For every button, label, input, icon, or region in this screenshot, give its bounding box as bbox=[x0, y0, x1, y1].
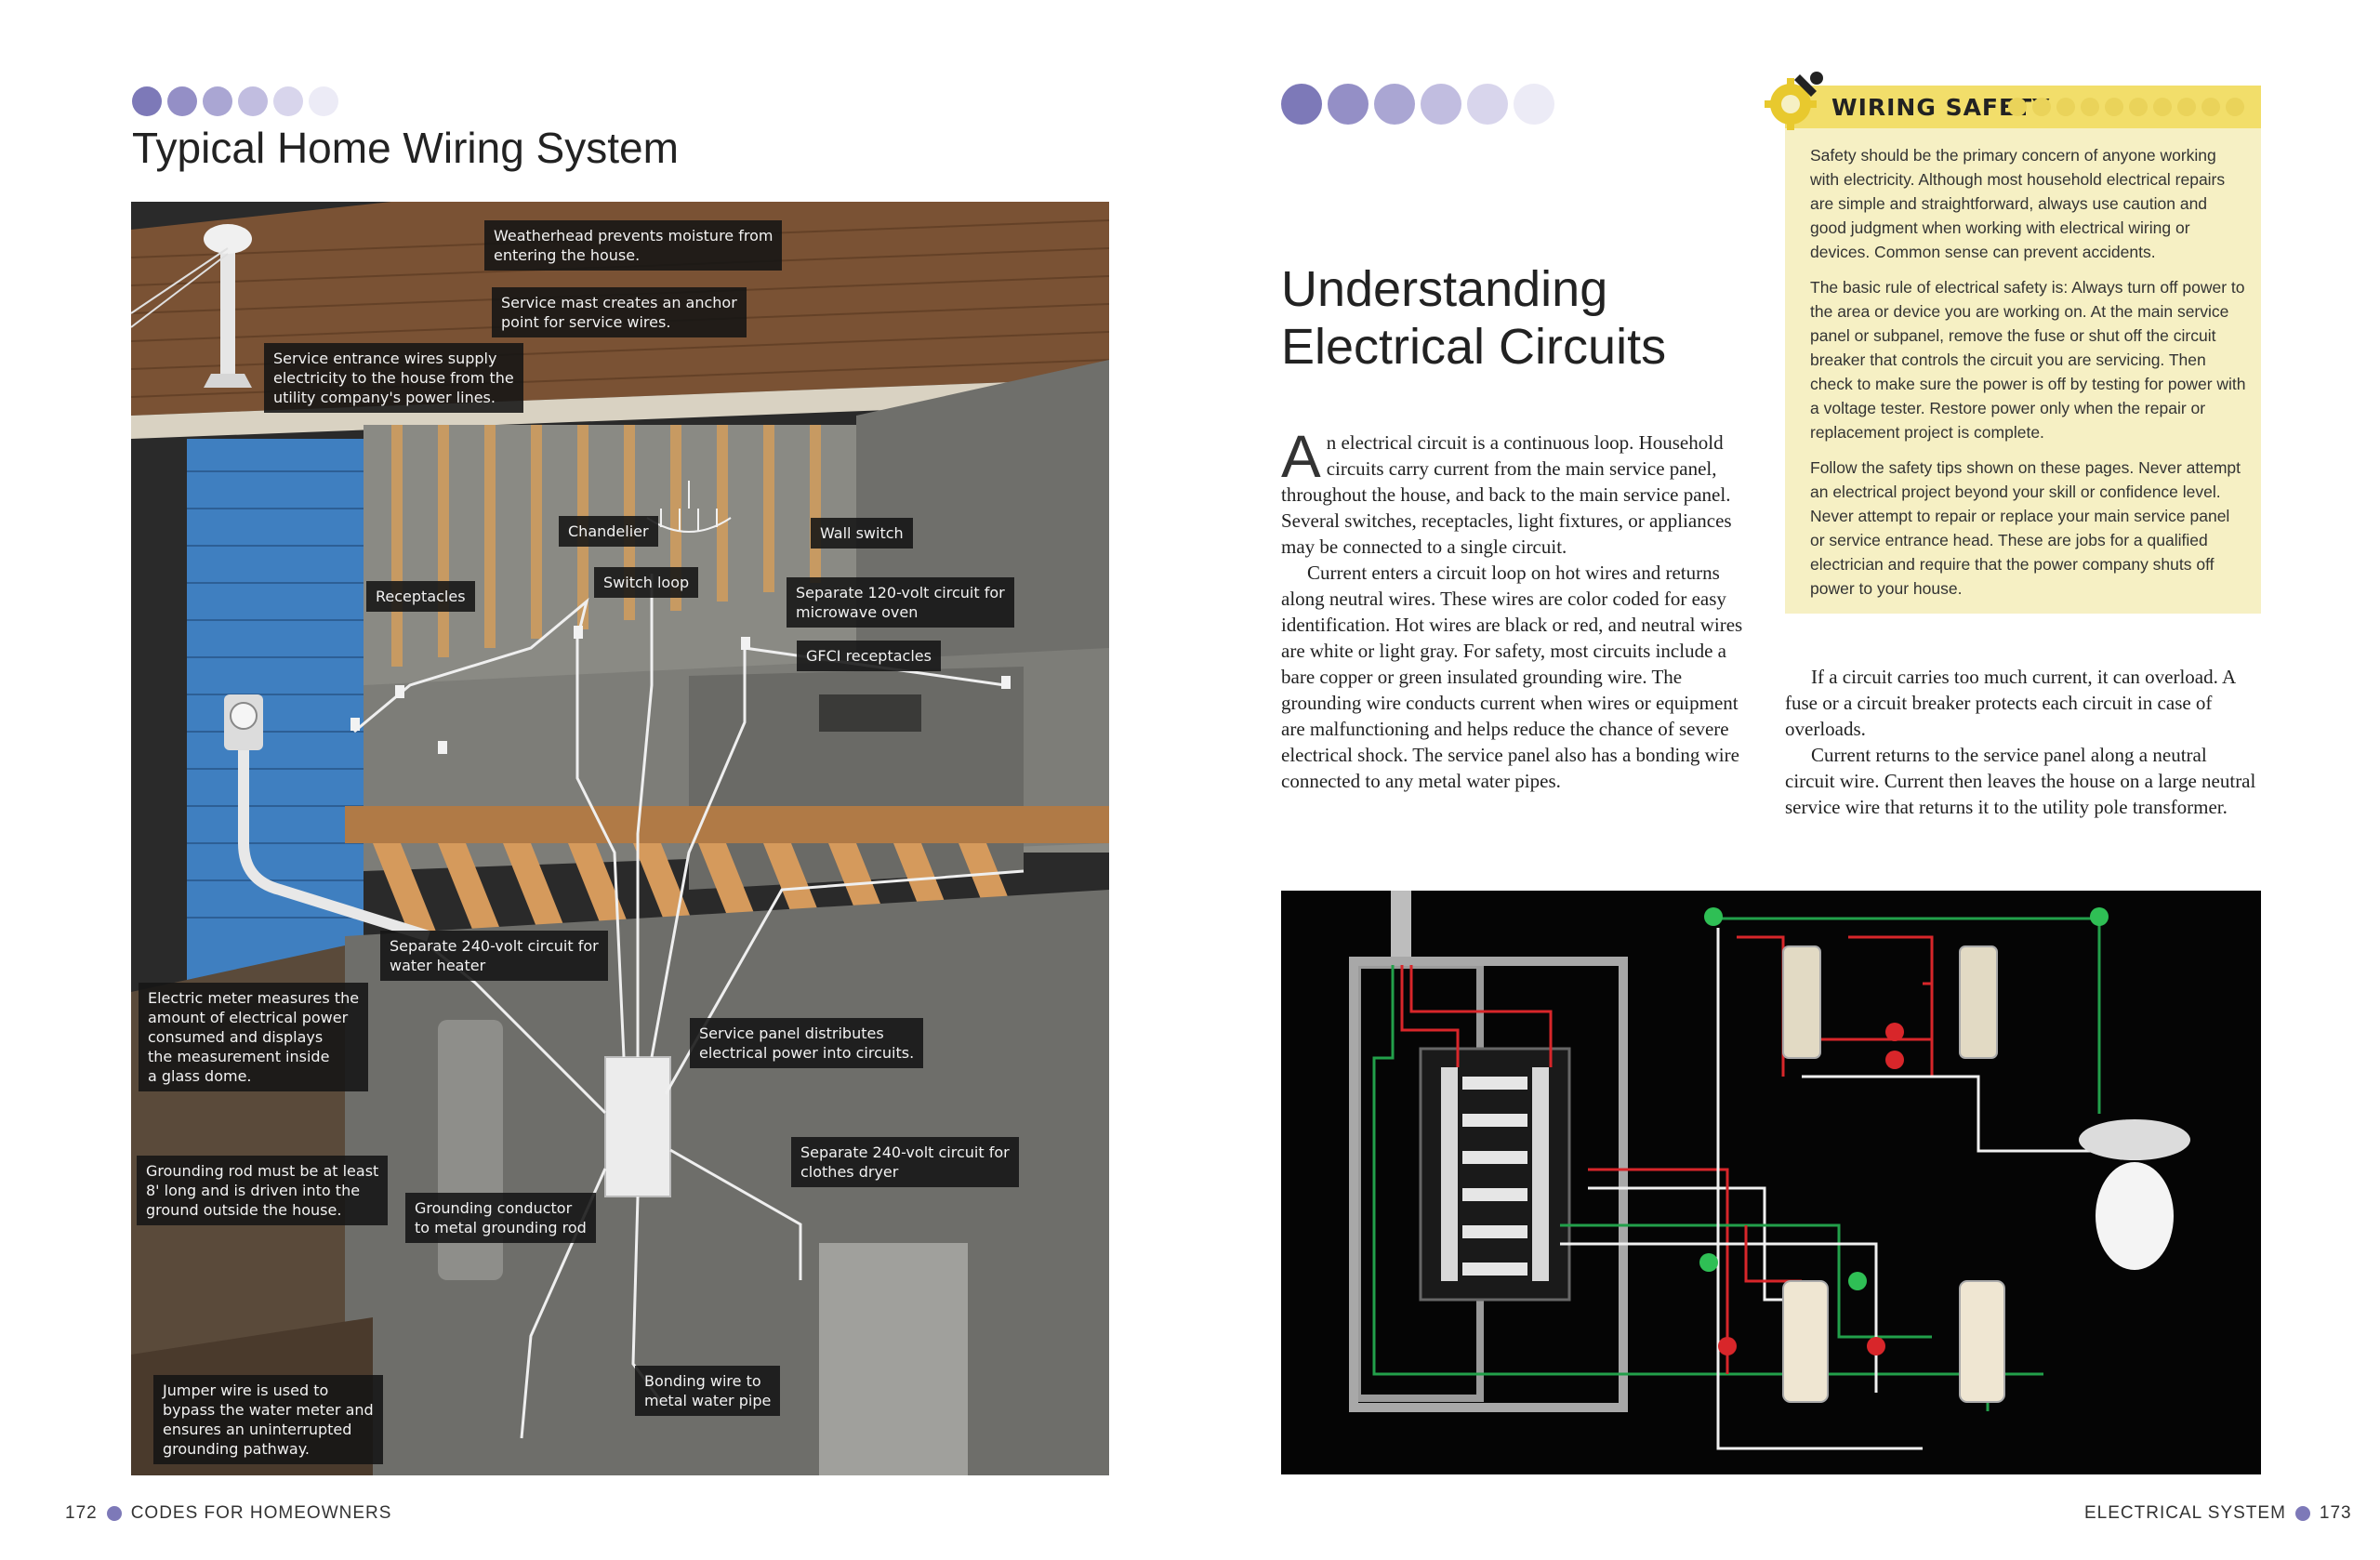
dot bbox=[238, 86, 268, 116]
callout-service-entrance: Service entrance wires supply electricit… bbox=[264, 343, 523, 413]
wiring-safety-header: WIRING SAFETY bbox=[1785, 86, 2261, 128]
safety-paragraph-1: Safety should be the primary concern of … bbox=[1810, 146, 2226, 261]
dot bbox=[1328, 84, 1368, 125]
circuit-wiring-photo bbox=[1281, 891, 2261, 1474]
callout-microwave-circuit: Separate 120-volt circuit for microwave … bbox=[787, 577, 1014, 628]
paragraph-2: Current enters a circuit loop on hot wir… bbox=[1281, 562, 1743, 792]
wrench-gear-icon bbox=[1765, 72, 1823, 130]
footer-right: ELECTRICAL SYSTEM 173 bbox=[2084, 1503, 2352, 1524]
section-name-right: ELECTRICAL SYSTEM bbox=[2084, 1503, 2286, 1523]
dot bbox=[1467, 84, 1508, 125]
callout-water-heater: Separate 240-volt circuit for water heat… bbox=[380, 931, 608, 981]
callout-gfci: GFCI receptacles bbox=[797, 641, 941, 671]
left-page: Typical Home Wiring System bbox=[65, 86, 1109, 1524]
callout-chandelier: Chandelier bbox=[559, 516, 658, 547]
header-dots bbox=[2008, 98, 2244, 116]
dot bbox=[132, 86, 162, 116]
title-line-1: Understanding bbox=[1281, 261, 1608, 317]
dot bbox=[1514, 84, 1554, 125]
house-wiring-illustration: Weatherhead prevents moisture from enter… bbox=[131, 202, 1109, 1475]
title-line-2: Electrical Circuits bbox=[1281, 319, 1667, 375]
callout-bonding-wire: Bonding wire to metal water pipe bbox=[635, 1366, 781, 1416]
callout-electric-meter: Electric meter measures the amount of el… bbox=[139, 983, 369, 1091]
callout-grounding-conductor: Grounding conductor to metal grounding r… bbox=[405, 1193, 596, 1243]
page-number-right: 173 bbox=[2319, 1503, 2352, 1523]
section-name-left: CODES FOR HOMEOWNERS bbox=[130, 1503, 392, 1523]
paragraph-3: If a circuit carries too much current, i… bbox=[1785, 666, 2235, 740]
callout-jumper-wire: Jumper wire is used to bypass the water … bbox=[153, 1375, 383, 1464]
dot bbox=[1421, 84, 1461, 125]
dot bbox=[1374, 84, 1415, 125]
callout-service-mast: Service mast creates an anchor point for… bbox=[492, 287, 747, 337]
section-dots-left bbox=[132, 86, 338, 116]
safety-paragraph-3: Follow the safety tips shown on these pa… bbox=[1810, 458, 2241, 598]
dot bbox=[167, 86, 197, 116]
drop-cap: A bbox=[1281, 423, 1321, 490]
dot bbox=[273, 86, 303, 116]
paragraph-4: Current returns to the service panel alo… bbox=[1785, 744, 2256, 818]
section-dots-right bbox=[1281, 84, 1554, 125]
dot bbox=[203, 86, 232, 116]
footer-left: 172 CODES FOR HOMEOWNERS bbox=[65, 1503, 391, 1524]
safety-paragraph-2: The basic rule of electrical safety is: … bbox=[1810, 278, 2246, 442]
house-cutaway-drawing bbox=[131, 202, 1109, 1475]
page-number-left: 172 bbox=[65, 1503, 98, 1523]
wiring-safety-box: WIRING SAFETY Safety should be the prima… bbox=[1785, 86, 2261, 614]
circuit-diagram-photo bbox=[1281, 891, 2261, 1474]
dot bbox=[309, 86, 338, 116]
body-column-2: If a circuit carries too much current, i… bbox=[1785, 664, 2261, 820]
callout-switch-loop: Switch loop bbox=[594, 567, 699, 598]
callout-dryer-circuit: Separate 240-volt circuit for clothes dr… bbox=[791, 1137, 1019, 1187]
page-title-right: Understanding Electrical Circuits bbox=[1281, 260, 1746, 376]
page-title-left: Typical Home Wiring System bbox=[132, 124, 679, 172]
callout-service-panel: Service panel distributes electrical pow… bbox=[690, 1018, 924, 1068]
footer-dot bbox=[106, 1506, 122, 1521]
callout-wall-switch: Wall switch bbox=[811, 518, 913, 549]
callout-receptacles: Receptacles bbox=[366, 581, 475, 612]
dot bbox=[1281, 84, 1322, 125]
callout-weatherhead: Weatherhead prevents moisture from enter… bbox=[484, 220, 783, 271]
footer-dot bbox=[2294, 1506, 2310, 1521]
wiring-safety-text: Safety should be the primary concern of … bbox=[1810, 143, 2247, 612]
callout-grounding-rod: Grounding rod must be at least 8' long a… bbox=[137, 1156, 389, 1225]
